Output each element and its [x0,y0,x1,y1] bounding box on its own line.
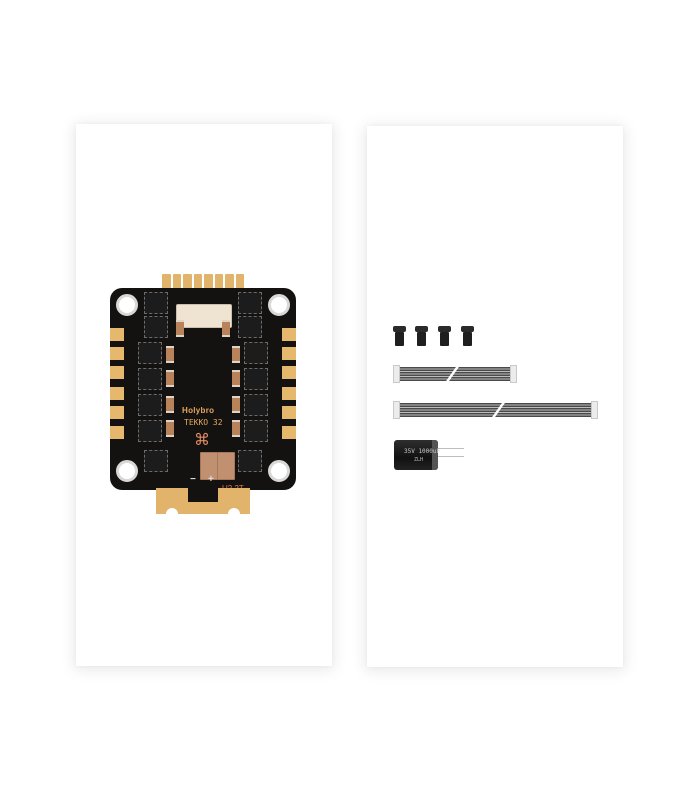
grommet [415,326,428,346]
mosfet [138,368,162,390]
accessories-card: 35V 1000uF ZLH [367,126,623,667]
model-text: TEKKO 32 [184,418,223,427]
mount-hole [268,294,290,316]
short-cable [393,364,517,384]
motor-pad [282,366,296,379]
motor-pad [110,347,124,360]
mosfet [138,420,162,442]
capacitor-lead [438,456,464,457]
bulk-capacitor [217,452,235,480]
motor-pad [282,387,296,400]
motor-pad [282,406,296,419]
mosfet [244,394,268,416]
signal-pins [162,274,244,290]
smd-capacitor [166,346,174,363]
motor-pad [282,426,296,439]
smd-capacitor [222,320,230,337]
brand-logo-text: Holybro [182,406,215,415]
smd-capacitor [232,370,240,387]
esc-board-image: Holybro TEKKO 32 ⌘ U2.2T − + [110,274,298,516]
motor-pad [282,328,296,341]
grommet [438,326,451,346]
capacitor-label: 35V 1000uF [404,448,441,455]
motor-pad [110,406,124,419]
esc-card: Holybro TEKKO 32 ⌘ U2.2T − + [76,124,332,666]
mosfet [238,450,262,472]
capacitor-sublabel: ZLH [414,457,424,463]
power-pads [156,488,250,516]
mount-hole [116,294,138,316]
mosfet [244,420,268,442]
mosfet [244,368,268,390]
smd-capacitor [166,370,174,387]
grommet [461,326,474,346]
smd-capacitor [232,346,240,363]
long-cable [393,400,598,420]
mosfet [138,394,162,416]
mosfet [144,292,168,314]
mosfet [238,292,262,314]
polarity-plus: + [208,474,214,485]
motor-pad [110,366,124,379]
mount-hole [268,460,290,482]
mount-hole [116,460,138,482]
grommet [393,326,406,346]
mosfet [244,342,268,364]
brand-mark-icon: ⌘ [194,432,210,449]
pcb: Holybro TEKKO 32 ⌘ U2.2T [110,288,296,493]
mosfet [138,342,162,364]
motor-pad [110,328,124,341]
mosfet [144,316,168,338]
smd-capacitor [232,396,240,413]
polarity-minus: − [190,474,196,485]
smd-capacitor [166,396,174,413]
smd-capacitor [166,420,174,437]
motor-pad [110,387,124,400]
mosfet [144,450,168,472]
smd-capacitor [176,320,184,337]
mosfet [238,316,262,338]
motor-pad [110,426,124,439]
electrolytic-capacitor: 35V 1000uF ZLH [394,440,441,470]
capacitor-lead [438,448,464,449]
motor-pad [282,347,296,360]
smd-capacitor [232,420,240,437]
